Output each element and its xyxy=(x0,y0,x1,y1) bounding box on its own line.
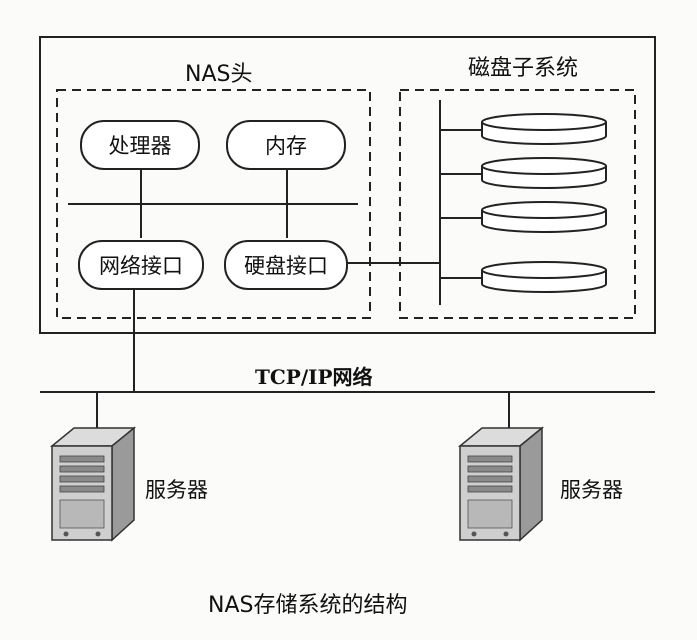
disk-interface-node: 硬盘接口 xyxy=(224,240,348,290)
disk-platter xyxy=(440,201,607,233)
disk-stack xyxy=(440,113,607,293)
nas-head-title: NAS头 xyxy=(185,62,253,87)
server-right-label: 服务器 xyxy=(560,478,623,502)
disk-platter xyxy=(440,261,607,293)
server-right-icon xyxy=(457,426,545,542)
disk-subsystem-title: 磁盘子系统 xyxy=(468,56,579,81)
diagram-caption: NAS存储系统的结构 xyxy=(208,593,408,618)
server-left-label: 服务器 xyxy=(145,478,208,502)
disk-platter xyxy=(440,113,607,145)
server-left-icon xyxy=(49,426,137,542)
disk-platter xyxy=(440,157,607,189)
network-interface-node: 网络接口 xyxy=(78,240,204,290)
disk-subsystem-box xyxy=(399,89,636,319)
nas-enclosure xyxy=(39,36,656,334)
processor-node: 处理器 xyxy=(80,120,200,170)
memory-node: 内存 xyxy=(226,120,346,170)
tcpip-network-label: TCP/IP网络 xyxy=(255,365,373,389)
nas-head-box xyxy=(56,89,371,319)
